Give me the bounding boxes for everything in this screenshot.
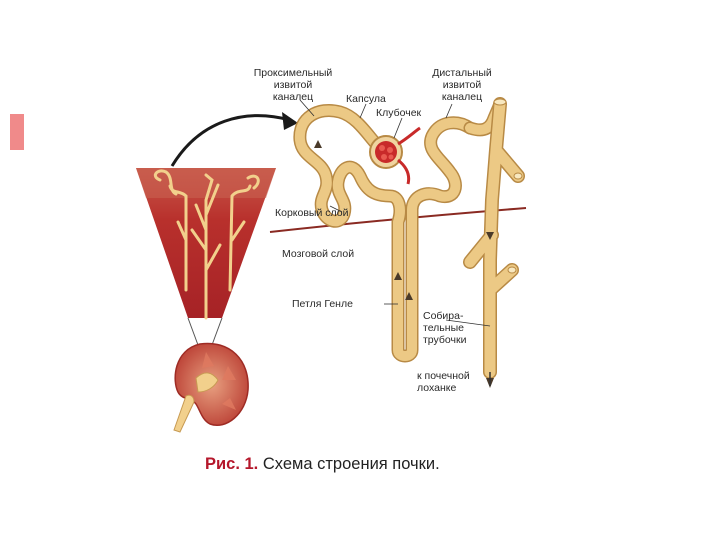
label-distal-line1: Дистальный	[420, 67, 504, 79]
label-medulla: Мозговой слой	[282, 248, 354, 260]
label-collecting-line1: Собира-	[423, 310, 466, 322]
label-distal-line3: каналец	[420, 91, 504, 103]
label-proximal-line3: каналец	[243, 91, 343, 103]
duct-opening-lower	[508, 267, 516, 273]
label-collecting: Собира- тельные трубочки	[423, 310, 466, 346]
zoom-line-left	[188, 318, 198, 345]
label-proximal-line2: извитой	[243, 79, 343, 91]
figure-caption: Рис. 1. Схема строения почки.	[205, 455, 440, 474]
pointer-arrow	[172, 116, 290, 166]
label-proximal-line1: Проксимельный	[243, 67, 343, 79]
duct-opening-right	[514, 173, 522, 179]
label-henle: Петля Генле	[292, 298, 353, 310]
caption-text: Схема строения почки.	[263, 455, 440, 473]
label-glomerulus: Клубочек	[376, 107, 421, 119]
label-proximal: Проксимельный извитой каналец	[243, 67, 343, 103]
zoom-line-right	[212, 318, 222, 345]
label-distal: Дистальный извитой каналец	[420, 67, 504, 103]
label-pelvis-line1: к почечной	[417, 370, 470, 382]
caption-prefix: Рис. 1.	[205, 455, 258, 473]
label-collecting-line2: тельные	[423, 322, 466, 334]
label-distal-line2: извитой	[420, 79, 504, 91]
label-capsule: Капсула	[346, 93, 386, 105]
label-pelvis: к почечной лоханке	[417, 370, 470, 394]
label-collecting-line3: трубочки	[423, 334, 466, 346]
nephron	[300, 104, 518, 372]
label-pelvis-line2: лоханке	[417, 382, 470, 394]
label-cortex: Корковый слой	[275, 207, 348, 219]
